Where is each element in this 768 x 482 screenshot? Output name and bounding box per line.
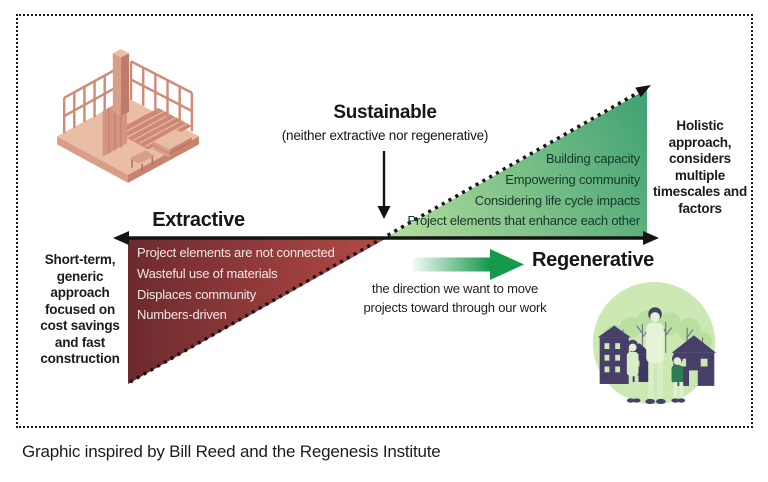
direction-caption-line1: the direction we want to move: [371, 281, 539, 296]
regenerative-items-list: Building capacity Empowering community C…: [390, 149, 640, 232]
direction-caption-line2: projects toward through our work: [363, 300, 547, 315]
sustainable-title: Sustainable: [333, 102, 437, 123]
dotted-border-frame: [16, 14, 753, 428]
attribution-caption: Graphic inspired by Bill Reed and the Re…: [22, 442, 441, 461]
list-item: Wasteful use of materials: [137, 265, 278, 281]
sustainable-subtitle: (neither extractive nor regenerative): [281, 128, 489, 143]
axis-left-arrowhead-icon: [113, 231, 129, 245]
list-item: Project elements that enhance each other: [407, 213, 640, 229]
list-item: Numbers-driven: [137, 307, 227, 323]
direction-arrow-head-icon: [490, 249, 524, 280]
list-item: Empowering community: [505, 171, 640, 187]
community-circle-illustration: [592, 281, 717, 405]
extractive-side-annotation: Short-term, generic approach focused on …: [40, 252, 120, 366]
list-item: Considering life cycle impacts: [474, 192, 640, 208]
sustainable-pointer-arrowhead-icon: [377, 206, 391, 219]
diagonal-arrowhead-icon: [635, 85, 651, 98]
extractive-axis-label: Extractive: [152, 209, 245, 231]
list-item: Project elements are not connected: [137, 245, 335, 260]
construction-building-illustration: [57, 49, 199, 183]
axis-right-arrowhead-icon: [643, 231, 659, 245]
regenerative-side-annotation: Holistic approach, considers multiple ti…: [652, 118, 747, 216]
regenerative-axis-label: Regenerative: [531, 249, 654, 271]
extractive-items-list: Project elements are not connected Waste…: [137, 243, 377, 326]
direction-arrow-body: [413, 257, 490, 272]
list-item: Building capacity: [545, 151, 640, 166]
spectrum-chart-canvas: [113, 85, 659, 384]
list-item: Displaces community: [137, 286, 257, 302]
direction-caption: the direction we want to move projects t…: [350, 279, 560, 317]
